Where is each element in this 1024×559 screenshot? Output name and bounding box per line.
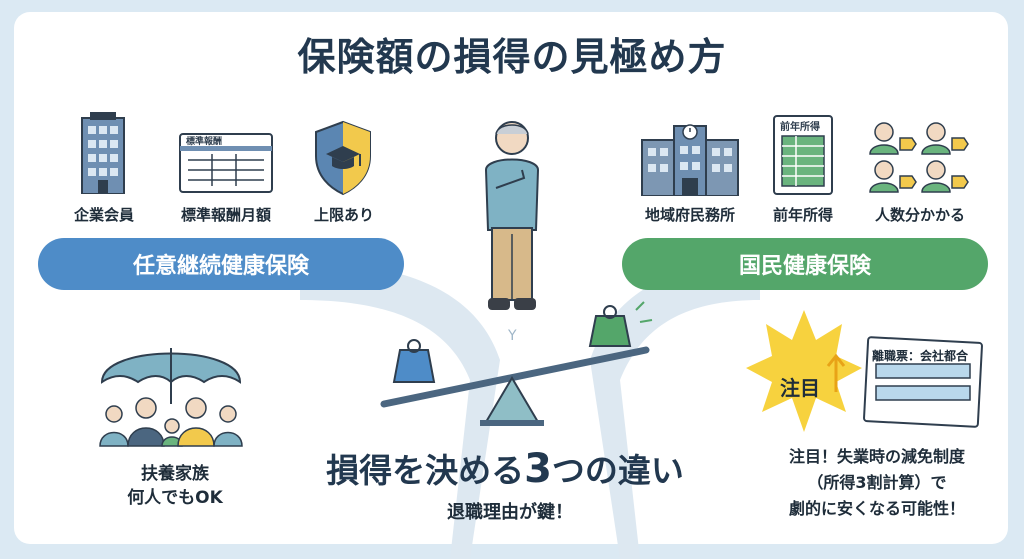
attention-burst-icon <box>746 310 862 432</box>
doc-heading: 標準報酬 <box>186 135 222 147</box>
note-line-2: （所得3割計算）で <box>807 473 947 492</box>
page-title: 保険額の損得の見極め方 <box>297 35 727 79</box>
headline-number: 3 <box>524 446 552 492</box>
people-tags-icon <box>869 122 969 193</box>
shield-cap-icon <box>315 120 371 196</box>
right-option-pill: 国民健康保険 <box>622 238 988 290</box>
note-line-1: 注目！失業時の減免制度 <box>788 447 965 466</box>
income-document-icon: 前年所得 <box>773 115 833 195</box>
attention-label: 注目 <box>780 376 820 400</box>
svg-text:Y: Y <box>507 328 517 344</box>
family-line-2: 何人でもOK <box>127 488 223 508</box>
left-option-pill: 任意継続健康保険 <box>38 238 404 290</box>
family-line-1: 扶養家族 <box>141 464 209 484</box>
headline-part-2: つの違い <box>551 451 684 490</box>
slip-title: 離職票：会社都合 <box>872 349 969 363</box>
icon-label-company: 企業会員 <box>73 206 134 224</box>
headline: 損得を決める3つの違い <box>270 444 740 492</box>
family-umbrella-icon <box>99 348 243 447</box>
thinking-man-illustration <box>484 121 540 310</box>
headline-part-1: 損得を決める <box>326 451 525 490</box>
reduction-note: 注目！失業時の減免制度 （所得3割計算）で 劇的に安くなる可能性！ <box>752 444 1002 522</box>
subheadline: 退職理由が鍵！ <box>447 502 573 523</box>
icon-label-income: 前年所得 <box>772 206 833 224</box>
family-caption: 扶養家族 何人でもOK <box>80 462 270 510</box>
note-line-3: 劇的に安くなる可能性！ <box>788 499 965 518</box>
separation-slip-icon <box>863 336 983 428</box>
balance-scale-illustration <box>380 301 653 426</box>
office-building-icon <box>81 112 125 194</box>
icon-label-people: 人数分かかる <box>874 206 965 224</box>
icon-label-city-office: 地域府民務所 <box>644 206 735 224</box>
icon-label-cap: 上限あり <box>313 206 374 224</box>
icon-label-salary: 標準報酬月額 <box>180 206 271 224</box>
city-office-icon <box>641 124 739 196</box>
doc-heading: 前年所得 <box>780 120 820 133</box>
salary-document-icon: 標準報酬 <box>179 133 273 193</box>
